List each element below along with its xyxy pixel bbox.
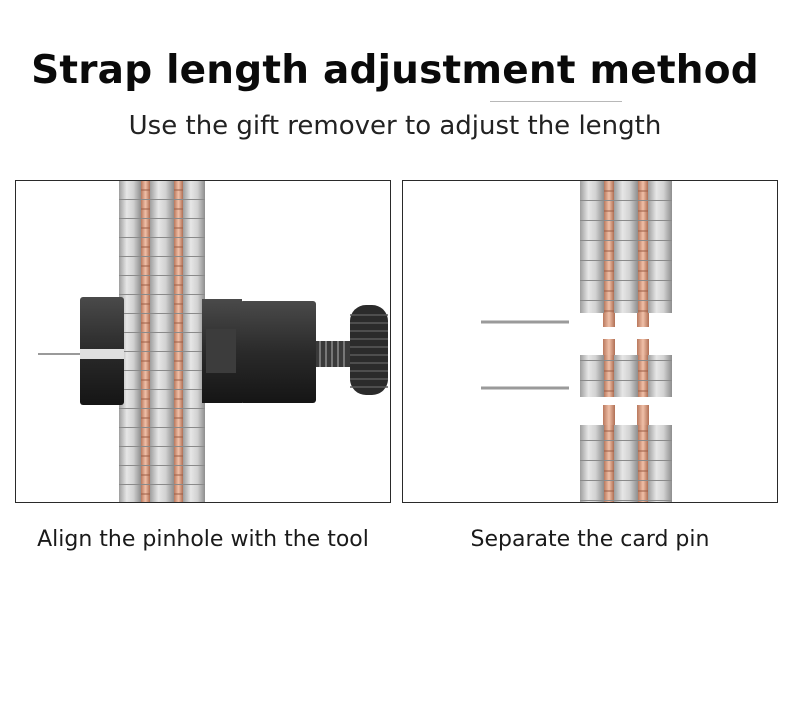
step-2-image (402, 180, 778, 503)
step-1-image (15, 180, 391, 503)
upper-strap-segment (580, 181, 672, 313)
tool-right-block (240, 301, 316, 403)
step-1-caption: Align the pinhole with the tool (37, 527, 369, 552)
tool-screw (316, 341, 352, 367)
separated-strap-illustration (481, 181, 672, 502)
lower-strap-segment (580, 425, 672, 502)
page-title: Strap length adjustment method (31, 48, 759, 93)
page-subtitle: Use the gift remover to adjust the lengt… (128, 111, 662, 141)
strap-with-tool-illustration (38, 181, 388, 502)
removed-link (580, 339, 672, 397)
title-divider (490, 101, 622, 102)
tool-knob (350, 305, 388, 395)
step-2-caption: Separate the card pin (470, 527, 710, 552)
watch-strap (119, 181, 205, 502)
